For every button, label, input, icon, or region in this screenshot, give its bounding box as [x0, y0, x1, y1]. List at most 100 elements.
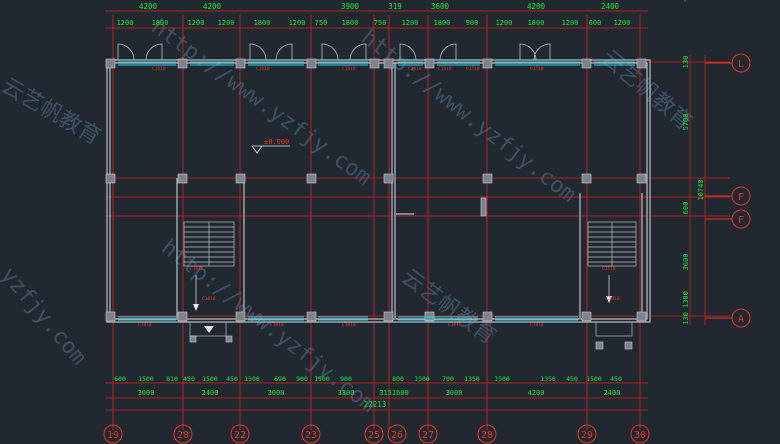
level-mark-text: ±0.000 [264, 138, 289, 146]
dim-text: 1500 [586, 375, 602, 383]
dim-text: 5700 [682, 114, 690, 131]
structural-columns [105, 58, 647, 350]
dim-text: 1800 [528, 19, 545, 27]
dim-text: 1800 [152, 19, 169, 27]
axis-label: 25 [368, 430, 380, 441]
axis-label: 28 [481, 430, 493, 441]
dim-text: 600 [114, 375, 126, 383]
dim-text: 1200 [289, 19, 306, 27]
axis-bubbles-bottom [103, 424, 650, 444]
bottom-dimension-text-row1: 600 1500 810 450 1500 450 1500 690 900 1… [114, 375, 622, 383]
dim-text: 600 [589, 19, 602, 27]
dim-text: 1500 [202, 375, 218, 383]
watermark-text: yzfjy.com [0, 263, 91, 370]
dim-text: 450 [226, 375, 238, 383]
windows-top [118, 61, 635, 66]
axis-label: F [738, 192, 744, 203]
right-dimension-lines [689, 55, 706, 325]
dim-text: 1200 [117, 19, 134, 27]
dim-text: 3000 [138, 389, 155, 397]
dim-text: 1200 [614, 19, 631, 27]
dim-text: 130 [682, 56, 690, 69]
dim-text: 2400 [601, 2, 620, 11]
dim-text: 450 [566, 375, 578, 383]
dim-text: 450 [610, 375, 622, 383]
axis-bubbles-right [705, 53, 751, 328]
window-labels: C1518 C1518 C1518 C1518 C1518 C1518 C181… [138, 66, 620, 328]
dim-text: 3000 [268, 389, 285, 397]
dim-text: 130 1300 [682, 291, 690, 325]
dim-text: 800 [392, 375, 404, 383]
dim-total-text: 22213 [364, 400, 387, 409]
watermark-text: 云艺帆教育 [396, 265, 500, 350]
dim-text: 3900 [341, 2, 360, 11]
dim-text: 1200 [218, 19, 235, 27]
axis-bubble-labels-bottom: 19 20 22 23 25 26 27 28 29 30 [107, 430, 646, 441]
window-label: C1818 [202, 296, 216, 302]
top-dimension-lines [105, 10, 648, 29]
dim-text: 1200 [402, 19, 419, 27]
axis-label: A [738, 314, 744, 325]
stair-right [587, 221, 637, 337]
axis-label: 22 [234, 430, 246, 441]
window-label: C1818 [342, 322, 356, 328]
top-dimension-text-row2: 1200 1800 1200 1200 1800 1200 750 1800 7… [117, 19, 631, 27]
window-label: C1518 [152, 66, 166, 72]
dim-text: 1500 [414, 375, 430, 383]
dim-text: 3600 [431, 2, 450, 11]
axis-label: 30 [634, 430, 646, 441]
dim-text: 1800 [342, 19, 359, 27]
window-label: C1518 [466, 66, 480, 72]
dim-text: 1500 [244, 375, 260, 383]
window-label: C1518 [256, 66, 270, 72]
window-label: C1818 [138, 322, 152, 328]
dim-text: 1800 [254, 19, 271, 27]
dim-text: 1800 [434, 19, 451, 27]
dim-text: 900 [340, 375, 352, 383]
window-label: C1518 [602, 266, 616, 272]
dim-text: 1500 [494, 375, 510, 383]
dim-text: 600 [682, 202, 690, 215]
door-swings [117, 43, 551, 61]
dim-text: 3000 [446, 389, 463, 397]
dim-text: 3300 [338, 389, 355, 397]
dim-text: 4200 [203, 2, 222, 11]
dim-text: 10740 [697, 179, 705, 200]
axis-bubble-labels-right: L F F A [738, 59, 744, 325]
window-label: C1818 [190, 266, 204, 272]
dim-text: 900 [466, 19, 479, 27]
dim-text: 1200 [496, 19, 513, 27]
dim-text: 810 [166, 375, 178, 383]
axis-label: 29 [581, 430, 593, 441]
dim-text: 2400 [604, 389, 621, 397]
level-mark: ±0.000 [204, 138, 290, 333]
dim-text: 1200 [562, 19, 579, 27]
window-label: C1518 [438, 66, 452, 72]
axis-label: F [738, 215, 744, 226]
watermark-text: yzfjy.com [668, 0, 775, 5]
dim-text: 2400 [202, 389, 219, 397]
bottom-dimension-lines [105, 382, 648, 411]
axis-label: 27 [422, 430, 434, 441]
dim-text: 450 [183, 375, 195, 383]
right-dimension-text: 130 5700 10740 600 3600 130 1300 [682, 56, 705, 325]
dim-text: 1350 [464, 375, 480, 383]
dim-text: 1200 [188, 19, 205, 27]
dim-text: 690 [274, 375, 286, 383]
dim-text: 4200 [527, 2, 546, 11]
dim-text: 750 [374, 19, 387, 27]
dim-text: 1500 [314, 375, 330, 383]
watermark-text: http://www.yzfjy.com [146, 15, 375, 191]
window-label: C1818 [448, 322, 462, 328]
dim-text: 1500 [138, 375, 154, 383]
windows-bottom [118, 316, 578, 321]
axis-label: 26 [391, 430, 403, 441]
axis-label: L [738, 59, 744, 70]
window-label: C1518 [342, 66, 356, 72]
axis-label: 19 [107, 430, 119, 441]
window-label: C1818 [530, 322, 544, 328]
axis-label: 20 [177, 430, 189, 441]
bottom-dimension-text-row2: 3000 2400 3000 3300 3151600 3000 4200 24… [138, 389, 621, 397]
dim-text: 700 [442, 375, 454, 383]
